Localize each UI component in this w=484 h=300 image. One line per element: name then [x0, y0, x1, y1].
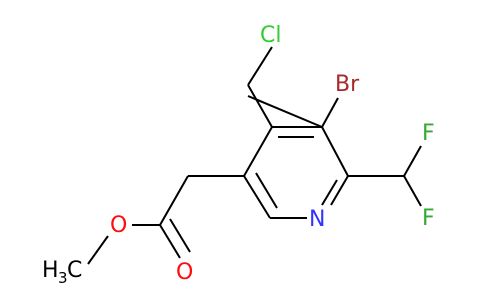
bond-chf2-f-top — [403, 145, 422, 177]
atom-methyl-h: H — [42, 258, 59, 283]
bond-carbonyl-o-double-a — [159, 224, 181, 259]
atom-bromine: Br — [335, 72, 360, 97]
atom-methyl-subscript: 3 — [58, 269, 68, 287]
atom-fluorine-top: F — [422, 121, 435, 146]
bond-ch2-carbonyl — [159, 175, 189, 226]
bond-c3-br — [321, 97, 339, 128]
bond-c2-n-inner — [321, 179, 338, 206]
bond-c6-c5 — [243, 175, 271, 219]
atom-oxygen-carbonyl: O — [176, 260, 193, 285]
bonds — [87, 46, 422, 265]
bond-c4-c3 — [247, 95, 323, 128]
bond-c3-c2 — [321, 126, 349, 177]
bond-c4-ch2 — [247, 84, 273, 128]
atom-methyl-c: C — [67, 258, 82, 283]
atom-labels: Cl Br F F N O O H 3 C — [42, 23, 435, 287]
atom-fluorine-bottom: F — [422, 206, 435, 231]
atom-nitrogen: N — [309, 207, 325, 232]
bond-chf2-f-bottom — [403, 175, 422, 207]
atom-chlorine: Cl — [260, 23, 281, 48]
bond-o-methyl — [87, 235, 109, 265]
atom-oxygen-ester: O — [110, 213, 127, 238]
bond-carbonyl-o-double-b — [169, 218, 191, 253]
bond-c2-n — [330, 175, 349, 206]
bond-c5-c4 — [243, 126, 273, 177]
bond-c6-c5-inner — [255, 172, 278, 209]
bond-ch2-cl — [247, 46, 273, 86]
